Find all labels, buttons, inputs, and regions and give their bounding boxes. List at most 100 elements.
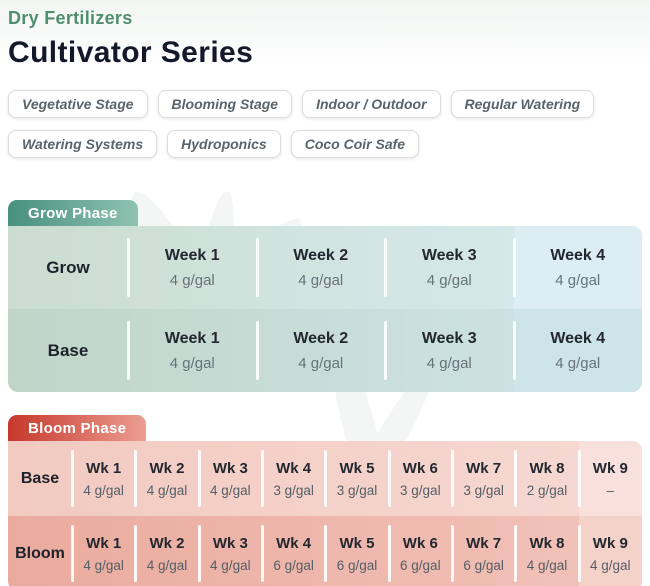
dose-value: 4 g/gal	[146, 482, 188, 498]
dose-value: 6 g/gal	[463, 557, 504, 573]
week-label: Wk 6	[402, 534, 438, 552]
tag-vegetative-stage[interactable]: Vegetative Stage	[8, 90, 148, 118]
week-label: Week 2	[293, 329, 349, 347]
week-label: Wk 2	[149, 459, 185, 477]
dose-value: 4 g/gal	[169, 354, 215, 372]
week-label: Wk 5	[339, 459, 375, 477]
dose-value: 4 g/gal	[83, 482, 124, 498]
bloom-phase-table: Base Wk 1 4 g/gal Wk 2 4 g/gal Wk 3 4 g/…	[8, 441, 642, 586]
week-label: Week 1	[164, 246, 220, 264]
week-label: Wk 7	[466, 534, 502, 552]
week-cell: Week 1 4 g/gal	[127, 309, 257, 392]
dose-value: 4 g/gal	[146, 557, 188, 573]
week-label: Week 3	[421, 246, 477, 264]
week-label: Week 1	[164, 329, 220, 347]
dose-value: 4 g/gal	[298, 271, 344, 289]
category-label: Dry Fertilizers	[8, 8, 133, 28]
week-cell: Week 3 4 g/gal	[384, 226, 514, 309]
week-label: Wk 3	[212, 459, 248, 477]
week-label: Wk 8	[529, 534, 565, 552]
dose-value: –	[606, 482, 615, 498]
dose-value: 3 g/gal	[400, 482, 441, 498]
grow-phase-section: Grow Phase Grow Week 1 4 g/gal Week 2 4 …	[8, 200, 642, 392]
week-cell: Wk 7 3 g/gal	[450, 441, 515, 516]
week-label: Wk 5	[339, 534, 375, 552]
week-cell: Wk 5 3 g/gal	[324, 441, 388, 516]
week-cell-highlight: Week 4 4 g/gal	[512, 226, 642, 309]
week-label: Wk 2	[149, 534, 185, 552]
week-cell: Week 2 4 g/gal	[255, 226, 386, 309]
tag-regular-watering[interactable]: Regular Watering	[450, 90, 595, 118]
tag-watering-systems[interactable]: Watering Systems	[8, 130, 158, 158]
week-label: Wk 9	[592, 459, 628, 477]
row-label: Grow	[46, 257, 90, 277]
table-row: Base Week 1 4 g/gal Week 2 4 g/gal Week …	[8, 309, 642, 392]
tag-hydroponics[interactable]: Hydroponics	[167, 130, 281, 158]
week-label: Wk 7	[466, 459, 502, 477]
dose-value: 6 g/gal	[400, 557, 441, 573]
week-cell: Week 1 4 g/gal	[127, 226, 257, 309]
dose-value: 4 g/gal	[555, 354, 601, 372]
week-label: Week 2	[293, 246, 349, 264]
tag-indoor-outdoor[interactable]: Indoor / Outdoor	[302, 90, 441, 118]
dose-value: 4 g/gal	[526, 557, 568, 573]
dose-value: 4 g/gal	[83, 557, 124, 573]
week-label: Wk 1	[86, 534, 122, 552]
dose-value: 4 g/gal	[590, 557, 631, 573]
week-cell: Wk 3 4 g/gal	[197, 516, 262, 586]
week-label: Wk 8	[529, 459, 565, 477]
week-cell: Wk 2 4 g/gal	[134, 441, 198, 516]
table-row: Base Wk 1 4 g/gal Wk 2 4 g/gal Wk 3 4 g/…	[8, 441, 642, 516]
dose-value: 2 g/gal	[526, 482, 568, 498]
dose-value: 6 g/gal	[273, 557, 314, 573]
week-cell: Wk 6 3 g/gal	[387, 441, 452, 516]
dose-value: 4 g/gal	[210, 557, 251, 573]
grow-phase-tab: Grow Phase	[8, 200, 138, 226]
dose-value: 4 g/gal	[169, 271, 215, 289]
week-cell: Week 2 4 g/gal	[255, 309, 386, 392]
week-cell: Wk 4 3 g/gal	[260, 441, 325, 516]
week-label: Wk 1	[86, 459, 122, 477]
week-label: Wk 3	[212, 534, 248, 552]
dose-value: 4 g/gal	[210, 482, 251, 498]
dose-value: 3 g/gal	[336, 482, 378, 498]
dose-value: 4 g/gal	[426, 271, 472, 289]
week-cell: Wk 7 6 g/gal	[450, 516, 515, 586]
week-cell: Wk 5 6 g/gal	[324, 516, 388, 586]
table-row: Grow Week 1 4 g/gal Week 2 4 g/gal Week …	[8, 226, 642, 309]
page-title: Cultivator Series	[8, 36, 254, 69]
dose-value: 4 g/gal	[555, 271, 601, 289]
week-cell-highlight: Wk 9 –	[577, 441, 642, 516]
dose-value: 3 g/gal	[463, 482, 504, 498]
week-cell: Wk 4 6 g/gal	[260, 516, 325, 586]
week-cell: Week 3 4 g/gal	[384, 309, 514, 392]
week-cell: Wk 2 4 g/gal	[134, 516, 198, 586]
dose-value: 4 g/gal	[298, 354, 344, 372]
bloom-phase-tab: Bloom Phase	[8, 415, 147, 441]
row-label: Bloom	[15, 544, 65, 562]
week-cell: Wk 6 6 g/gal	[387, 516, 452, 586]
grow-phase-table: Grow Week 1 4 g/gal Week 2 4 g/gal Week …	[8, 226, 642, 392]
week-label: Wk 4	[276, 459, 312, 477]
week-cell-highlight: Week 4 4 g/gal	[512, 309, 642, 392]
week-cell: Wk 1 4 g/gal	[70, 441, 135, 516]
dose-value: 4 g/gal	[426, 354, 472, 372]
week-cell: Wk 8 2 g/gal	[514, 441, 578, 516]
row-label: Base	[47, 340, 89, 360]
week-label: Wk 4	[276, 534, 312, 552]
tag-coco-coir-safe[interactable]: Coco Coir Safe	[290, 130, 420, 158]
week-label: Week 3	[421, 329, 477, 347]
row-label: Base	[20, 469, 60, 487]
dose-value: 6 g/gal	[336, 557, 378, 573]
table-row: Bloom Wk 1 4 g/gal Wk 2 4 g/gal Wk 3 4 g…	[8, 516, 642, 586]
week-label: Wk 9	[592, 534, 628, 552]
week-cell: Wk 3 4 g/gal	[197, 441, 262, 516]
tag-list: Vegetative Stage Blooming Stage Indoor /…	[8, 90, 642, 158]
week-cell: Wk 1 4 g/gal	[70, 516, 135, 586]
week-cell-highlight: Wk 9 4 g/gal	[577, 516, 642, 586]
week-label: Wk 6	[402, 459, 438, 477]
tag-blooming-stage[interactable]: Blooming Stage	[157, 90, 293, 118]
week-label: Week 4	[550, 329, 606, 347]
dose-value: 3 g/gal	[273, 482, 314, 498]
